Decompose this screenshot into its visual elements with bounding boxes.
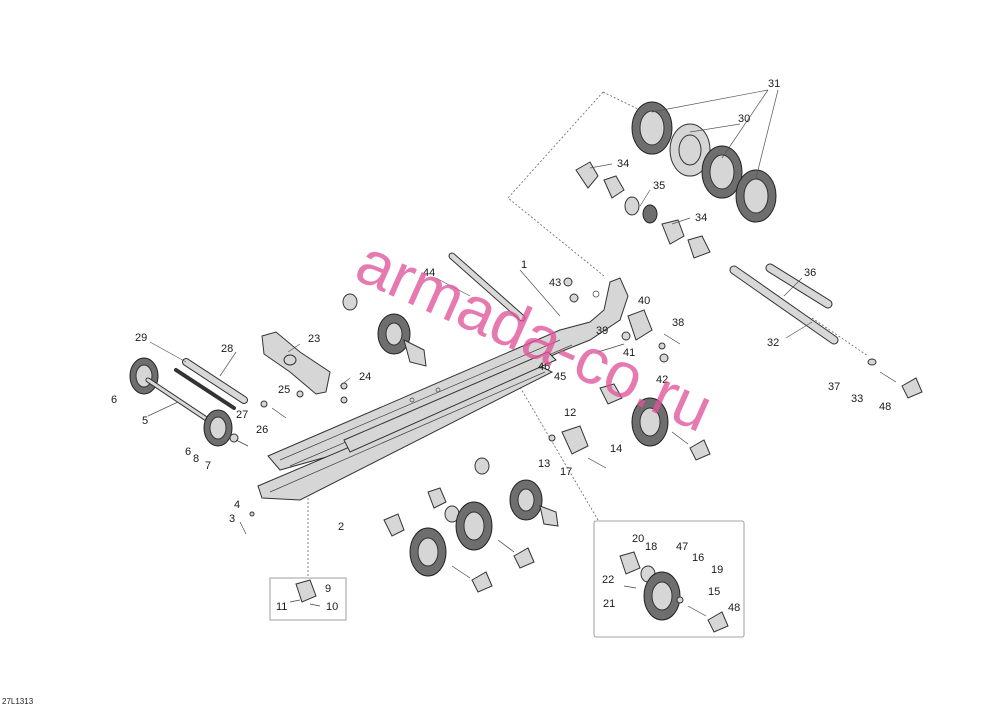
callout-23: 23 [308,333,320,345]
rod-36 [765,263,833,309]
callout-25: 25 [278,384,290,396]
callout-36: 36 [804,267,816,279]
hardware-25-27 [260,390,304,419]
callout-11: 11 [276,601,287,613]
callout-33: 33 [851,393,863,405]
callout-38: 38 [672,317,684,329]
callout-39: 39 [596,325,608,337]
callout-3: 3 [229,513,235,525]
callout-10: 10 [326,601,338,613]
bracket-23 [261,331,348,404]
callout-27: 27 [236,409,248,421]
callout-6: 6 [111,394,117,406]
callout-45: 45 [554,371,566,383]
callout-31: 31 [768,78,780,90]
rear-wheel-14 [599,383,711,461]
leader-lines [147,89,813,417]
center-wheel-upper [342,293,427,367]
rod-32 [729,265,839,345]
callout-15: 15 [708,586,720,598]
left-wheel-6 [129,357,159,395]
bolt-33-cap-48 [867,358,923,399]
lower-wheel-pair [383,487,535,593]
wheel-group-30-31 [631,101,777,223]
detail-9-11-part [289,579,321,607]
callout-9: 9 [325,583,331,595]
left-wheel-6b [203,409,233,447]
callout-13: 13 [538,458,550,470]
callout-29: 29 [135,332,147,344]
callout-14: 14 [610,443,622,455]
callout-12: 12 [564,407,576,419]
detail-15-22-part [619,551,729,633]
callout-46: 46 [538,361,550,373]
callout-labels: 1 2 3 4 5 6 6 7 8 9 10 11 12 13 14 15 16… [111,78,891,614]
shaft-28-29 [174,358,248,410]
callout-28: 28 [221,343,233,355]
callout-1: 1 [521,259,527,271]
callout-44: 44 [423,267,435,279]
callout-8: 8 [193,453,199,465]
callout-17: 17 [560,466,572,478]
reference-lines [307,91,869,578]
callout-34-top: 34 [617,158,629,170]
callout-40: 40 [638,295,650,307]
callout-6b: 6 [185,446,191,458]
callout-41: 41 [623,347,635,359]
wheel-17 [474,457,559,527]
callout-4: 4 [234,499,240,511]
drawing-code: 27L1313 [2,697,34,706]
callout-26: 26 [256,424,268,436]
washer-35 [624,196,658,224]
callout-43: 43 [549,277,561,289]
rail-assembly [257,277,629,501]
callout-16: 16 [692,552,704,564]
callout-35: 35 [653,180,665,192]
callout-48-bottom: 48 [728,602,740,614]
callout-20: 20 [632,533,644,545]
bracket-13 [548,425,607,469]
callout-19: 19 [711,564,723,576]
bracket-34 [575,161,711,259]
callout-37: 37 [828,381,840,393]
callout-2: 2 [338,521,344,533]
callout-21: 21 [603,598,615,610]
hardware-7-8 [229,433,249,447]
callout-48-top: 48 [879,401,891,413]
callout-7: 7 [205,460,211,472]
callout-42: 42 [656,374,668,386]
callout-32: 32 [767,337,779,349]
callout-22: 22 [602,574,614,586]
callout-34-bottom: 34 [695,212,707,224]
detail-box-9-11 [269,577,347,621]
callout-5: 5 [142,415,148,427]
axle-5 [145,377,217,427]
callout-47: 47 [676,541,688,553]
rod-44 [448,252,526,322]
callout-24: 24 [359,371,371,383]
callout-18: 18 [645,541,657,553]
hardware-3-4 [239,511,255,535]
detail-box-15-22 [593,520,745,638]
callout-30: 30 [738,113,750,125]
bracket-40 [563,277,681,363]
